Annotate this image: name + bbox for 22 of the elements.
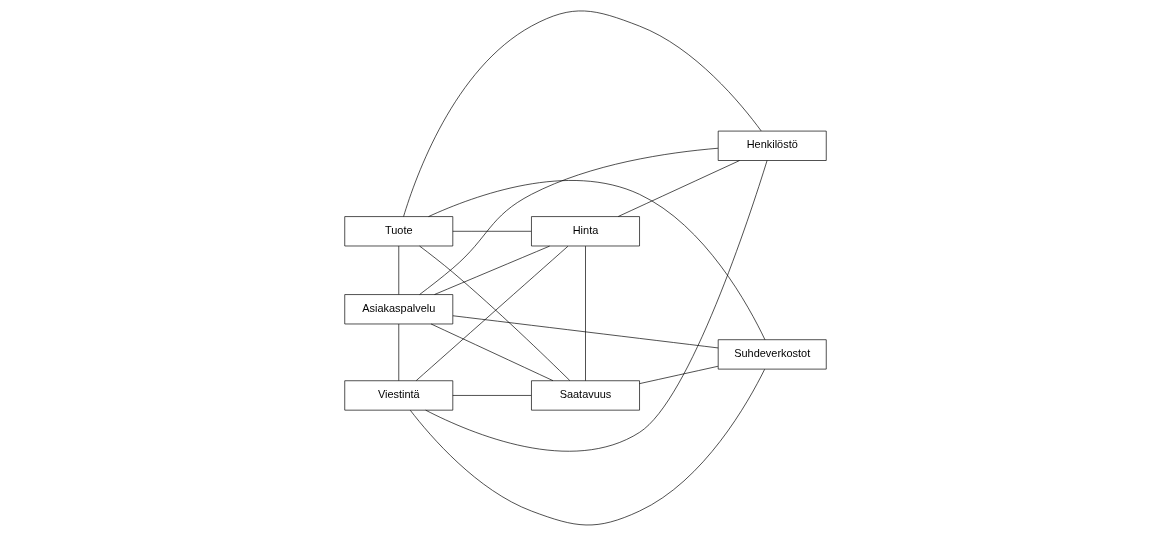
connector <box>433 245 550 295</box>
node-box: Saatavuus <box>530 380 640 411</box>
connector <box>402 10 761 217</box>
connector <box>617 160 740 217</box>
node-box: Hinta <box>530 216 640 247</box>
connector <box>397 245 399 295</box>
connector <box>638 365 718 384</box>
connector <box>418 147 718 295</box>
connector <box>452 230 531 232</box>
connector <box>584 245 586 382</box>
connector <box>409 369 765 526</box>
connector <box>452 315 718 349</box>
connector <box>424 160 767 452</box>
node-box: Tuote <box>343 216 453 247</box>
node-box: Henkilöstö <box>717 130 827 161</box>
node-box: Asiakaspalvelu <box>343 294 453 325</box>
connector <box>452 395 531 396</box>
node-box: Suhdeverkostot <box>717 339 827 370</box>
connector <box>427 180 765 341</box>
connector <box>430 323 553 381</box>
connector <box>397 323 399 381</box>
node-box: Viestintä <box>343 380 453 411</box>
